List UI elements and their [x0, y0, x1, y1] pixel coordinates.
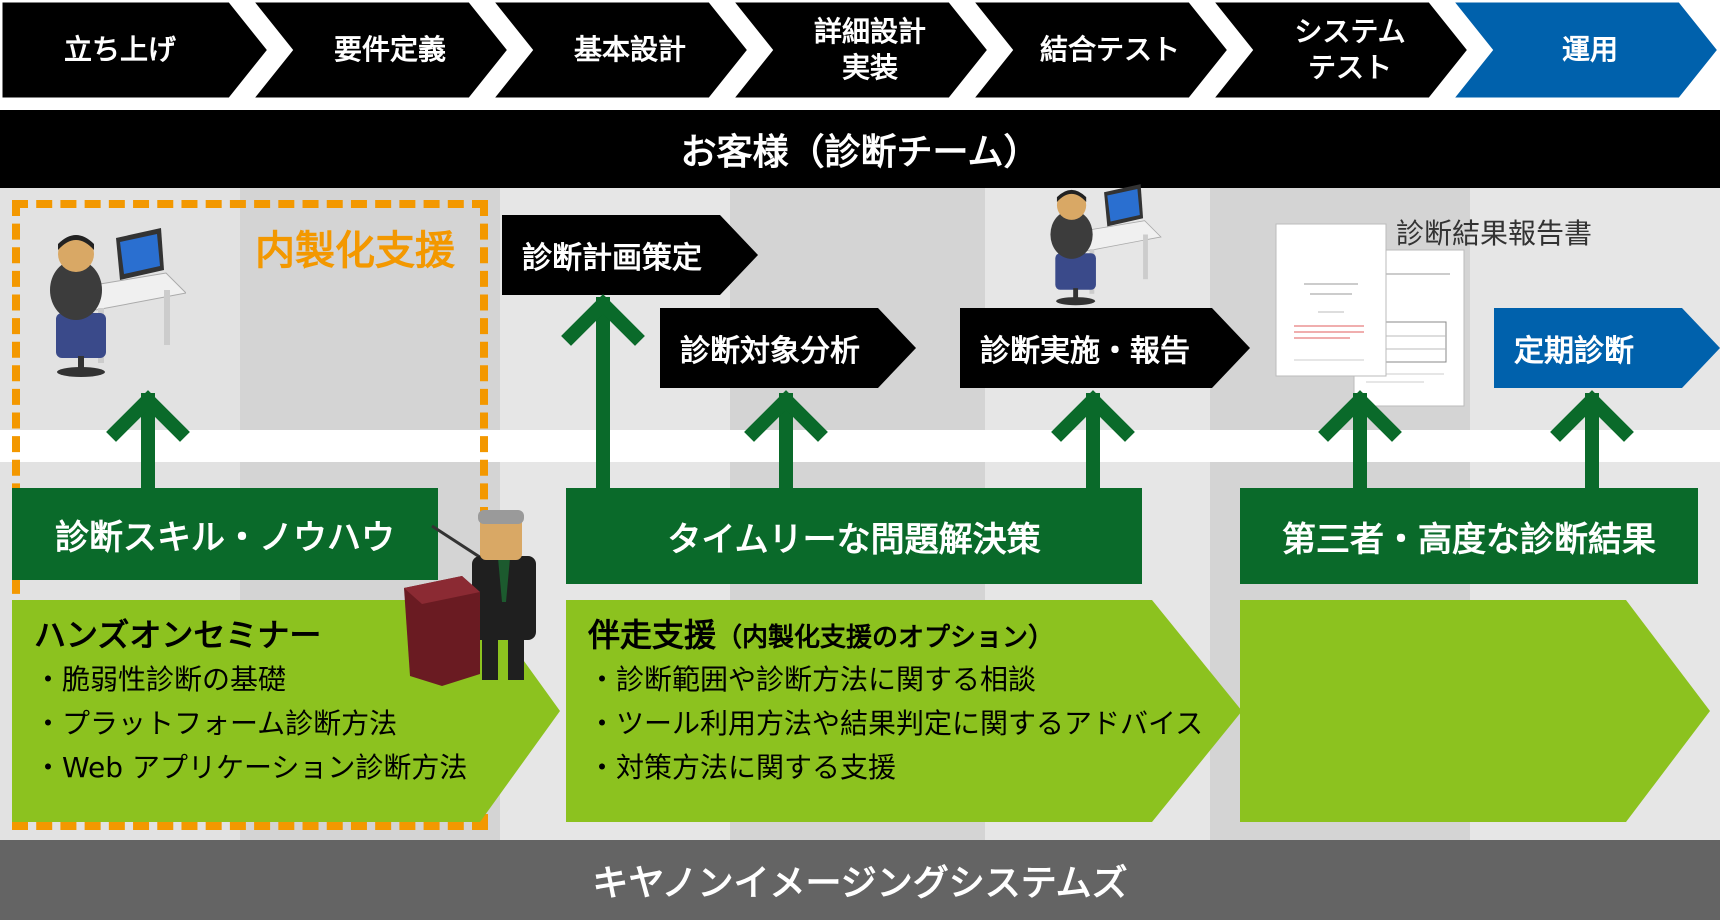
support-title-row: 伴走支援（内製化支援のオプション） [588, 612, 1203, 658]
step-periodic: 定期診断 [1494, 308, 1720, 388]
inhouse-support-label: 内製化支援 [255, 228, 455, 274]
phase-label-2: 要件定義 [333, 33, 446, 66]
customer-band: お客様（診断チーム） [0, 110, 1720, 188]
phase-label-6: システム テスト [1294, 15, 1406, 84]
person-at-computer-icon [50, 228, 186, 377]
phase-label-3: 基本設計 [573, 33, 686, 66]
seminar-item: プラットフォーム診断方法 [34, 702, 467, 746]
footer-band: キヤノンイメージングシステムズ [0, 840, 1720, 920]
person-at-computer-icon [1050, 184, 1162, 306]
step-plan-label: 診断計画策定 [522, 241, 702, 276]
report-label: 診断結果報告書 [1396, 217, 1593, 250]
seminar-item: Web アプリケーション診断方法 [34, 746, 467, 790]
seminar-item: 脆弱性診断の基礎 [34, 658, 467, 702]
phase-chevrons [0, 0, 1720, 103]
result-panel [1240, 600, 1710, 822]
benefit-timely: タイムリーな問題解決策 [566, 488, 1142, 584]
step-execute-label: 診断実施・報告 [980, 334, 1190, 369]
support-item: ツール利用方法や結果判定に関するアドバイス [588, 702, 1203, 746]
phase-label-5: 結合テスト [1039, 33, 1180, 66]
report-document-icon [1275, 223, 1465, 407]
presenter-icon [404, 510, 536, 686]
step-plan: 診断計画策定 [502, 215, 758, 295]
phase-chevron [0, 0, 274, 103]
benefit-third-party: 第三者・高度な診断結果 [1240, 488, 1698, 584]
phase-bar: 立ち上げ 要件定義 基本設計 詳細設計 実装 結合テスト システム テスト 運用 [0, 0, 1720, 103]
step-analysis-label: 診断対象分析 [680, 334, 860, 369]
phase-label-7: 運用 [1561, 33, 1618, 66]
phase-label-1: 立ち上げ [63, 33, 176, 66]
support-subtitle: （内製化支援のオプション） [716, 623, 1055, 653]
support-item: 対策方法に関する支援 [588, 746, 1203, 790]
support-item: 診断範囲や診断方法に関する相談 [588, 658, 1203, 702]
seminar-title: ハンズオンセミナー [34, 616, 322, 654]
phase-label-4: 詳細設計 実装 [813, 15, 926, 84]
step-periodic-label: 定期診断 [1514, 334, 1634, 369]
white-strip [0, 430, 1720, 462]
step-execute: 診断実施・報告 [960, 308, 1250, 388]
benefit-skill: 診断スキル・ノウハウ [12, 488, 438, 580]
step-analysis: 診断対象分析 [660, 308, 916, 388]
support-panel: 伴走支援（内製化支援のオプション） 診断範囲や診断方法に関する相談 ツール利用方… [566, 600, 1242, 822]
support-title: 伴走支援 [588, 616, 717, 654]
